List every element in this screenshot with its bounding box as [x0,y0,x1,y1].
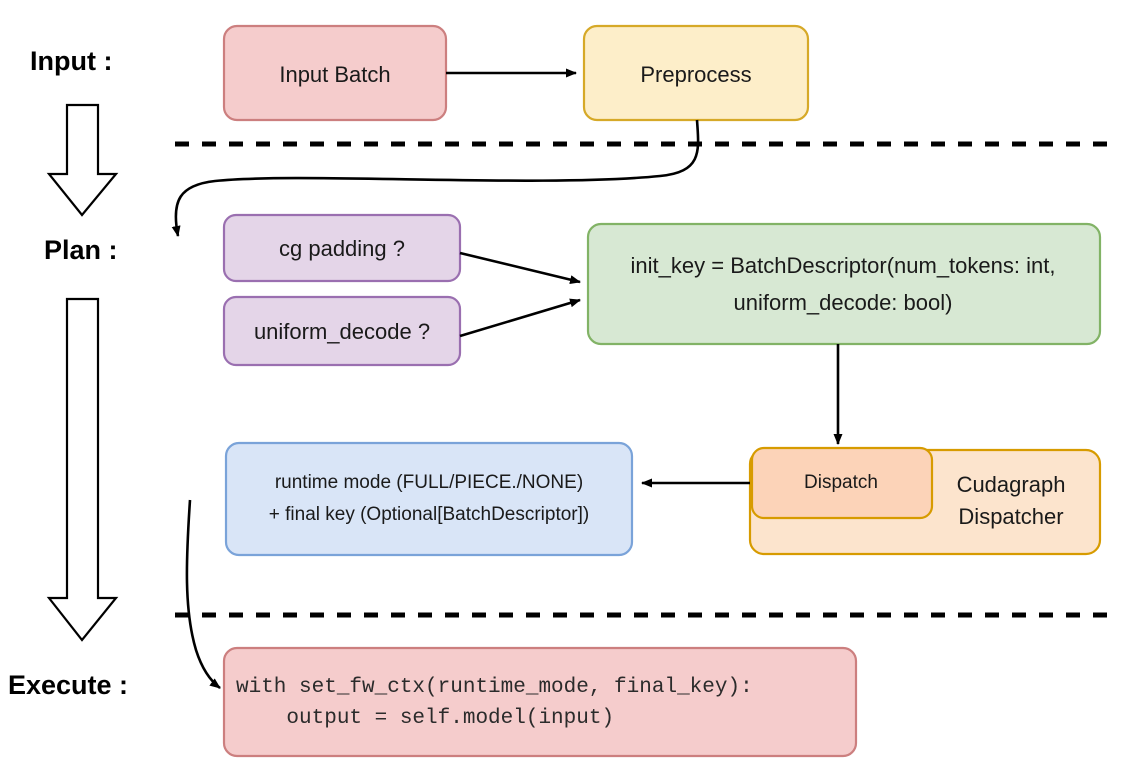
node-execute-code[interactable] [222,646,858,758]
node-init-key-line-2: uniform_decode: bool) [734,290,953,315]
node-input-batch-label: Input Batch [279,62,390,87]
edge-runtime-mode-to-execute-code [185,499,221,690]
stage-label-input: Input : [30,46,112,76]
node-preprocess[interactable] [582,24,810,122]
node-execute-code-line-2: output = self.model(input) [236,707,614,730]
node-runtime-mode-line-1: runtime mode (FULL/PIECE./NONE) [275,472,583,493]
block-arrow-input-to-plan [46,103,119,217]
node-cudagraph-dispatcher-line-2: Dispatcher [958,504,1063,529]
stage-label-plan: Plan : [44,235,118,265]
node-init-key-line-1: init_key = BatchDescriptor(num_tokens: i… [631,253,1056,278]
node-execute-code-line-1: with set_fw_ctx(runtime_mode, final_key)… [236,676,753,699]
node-init-key[interactable] [586,222,1102,346]
node-cudagraph-dispatcher-line-1: Cudagraph [957,472,1066,497]
node-runtime-mode-line-2: + final key (Optional[BatchDescriptor]) [269,504,590,525]
node-uniform-decode-label: uniform_decode ? [254,319,430,344]
node-runtime-mode[interactable] [224,441,634,557]
node-cg-padding[interactable] [222,213,462,283]
node-cg-padding-label: cg padding ? [279,236,405,261]
edge-cg-padding-to-init-key [459,251,581,285]
edge-uniform-decode-to-init-key [459,298,581,338]
stage-label-execute: Execute : [8,670,128,700]
edge-preprocess-to-cg-padding [171,119,700,237]
block-arrow-plan-to-execute [46,297,119,642]
node-preprocess-label: Preprocess [640,62,751,87]
node-dispatch-label: Dispatch [804,472,878,493]
node-uniform-decode[interactable] [222,295,462,367]
node-dispatch[interactable] [750,446,934,520]
